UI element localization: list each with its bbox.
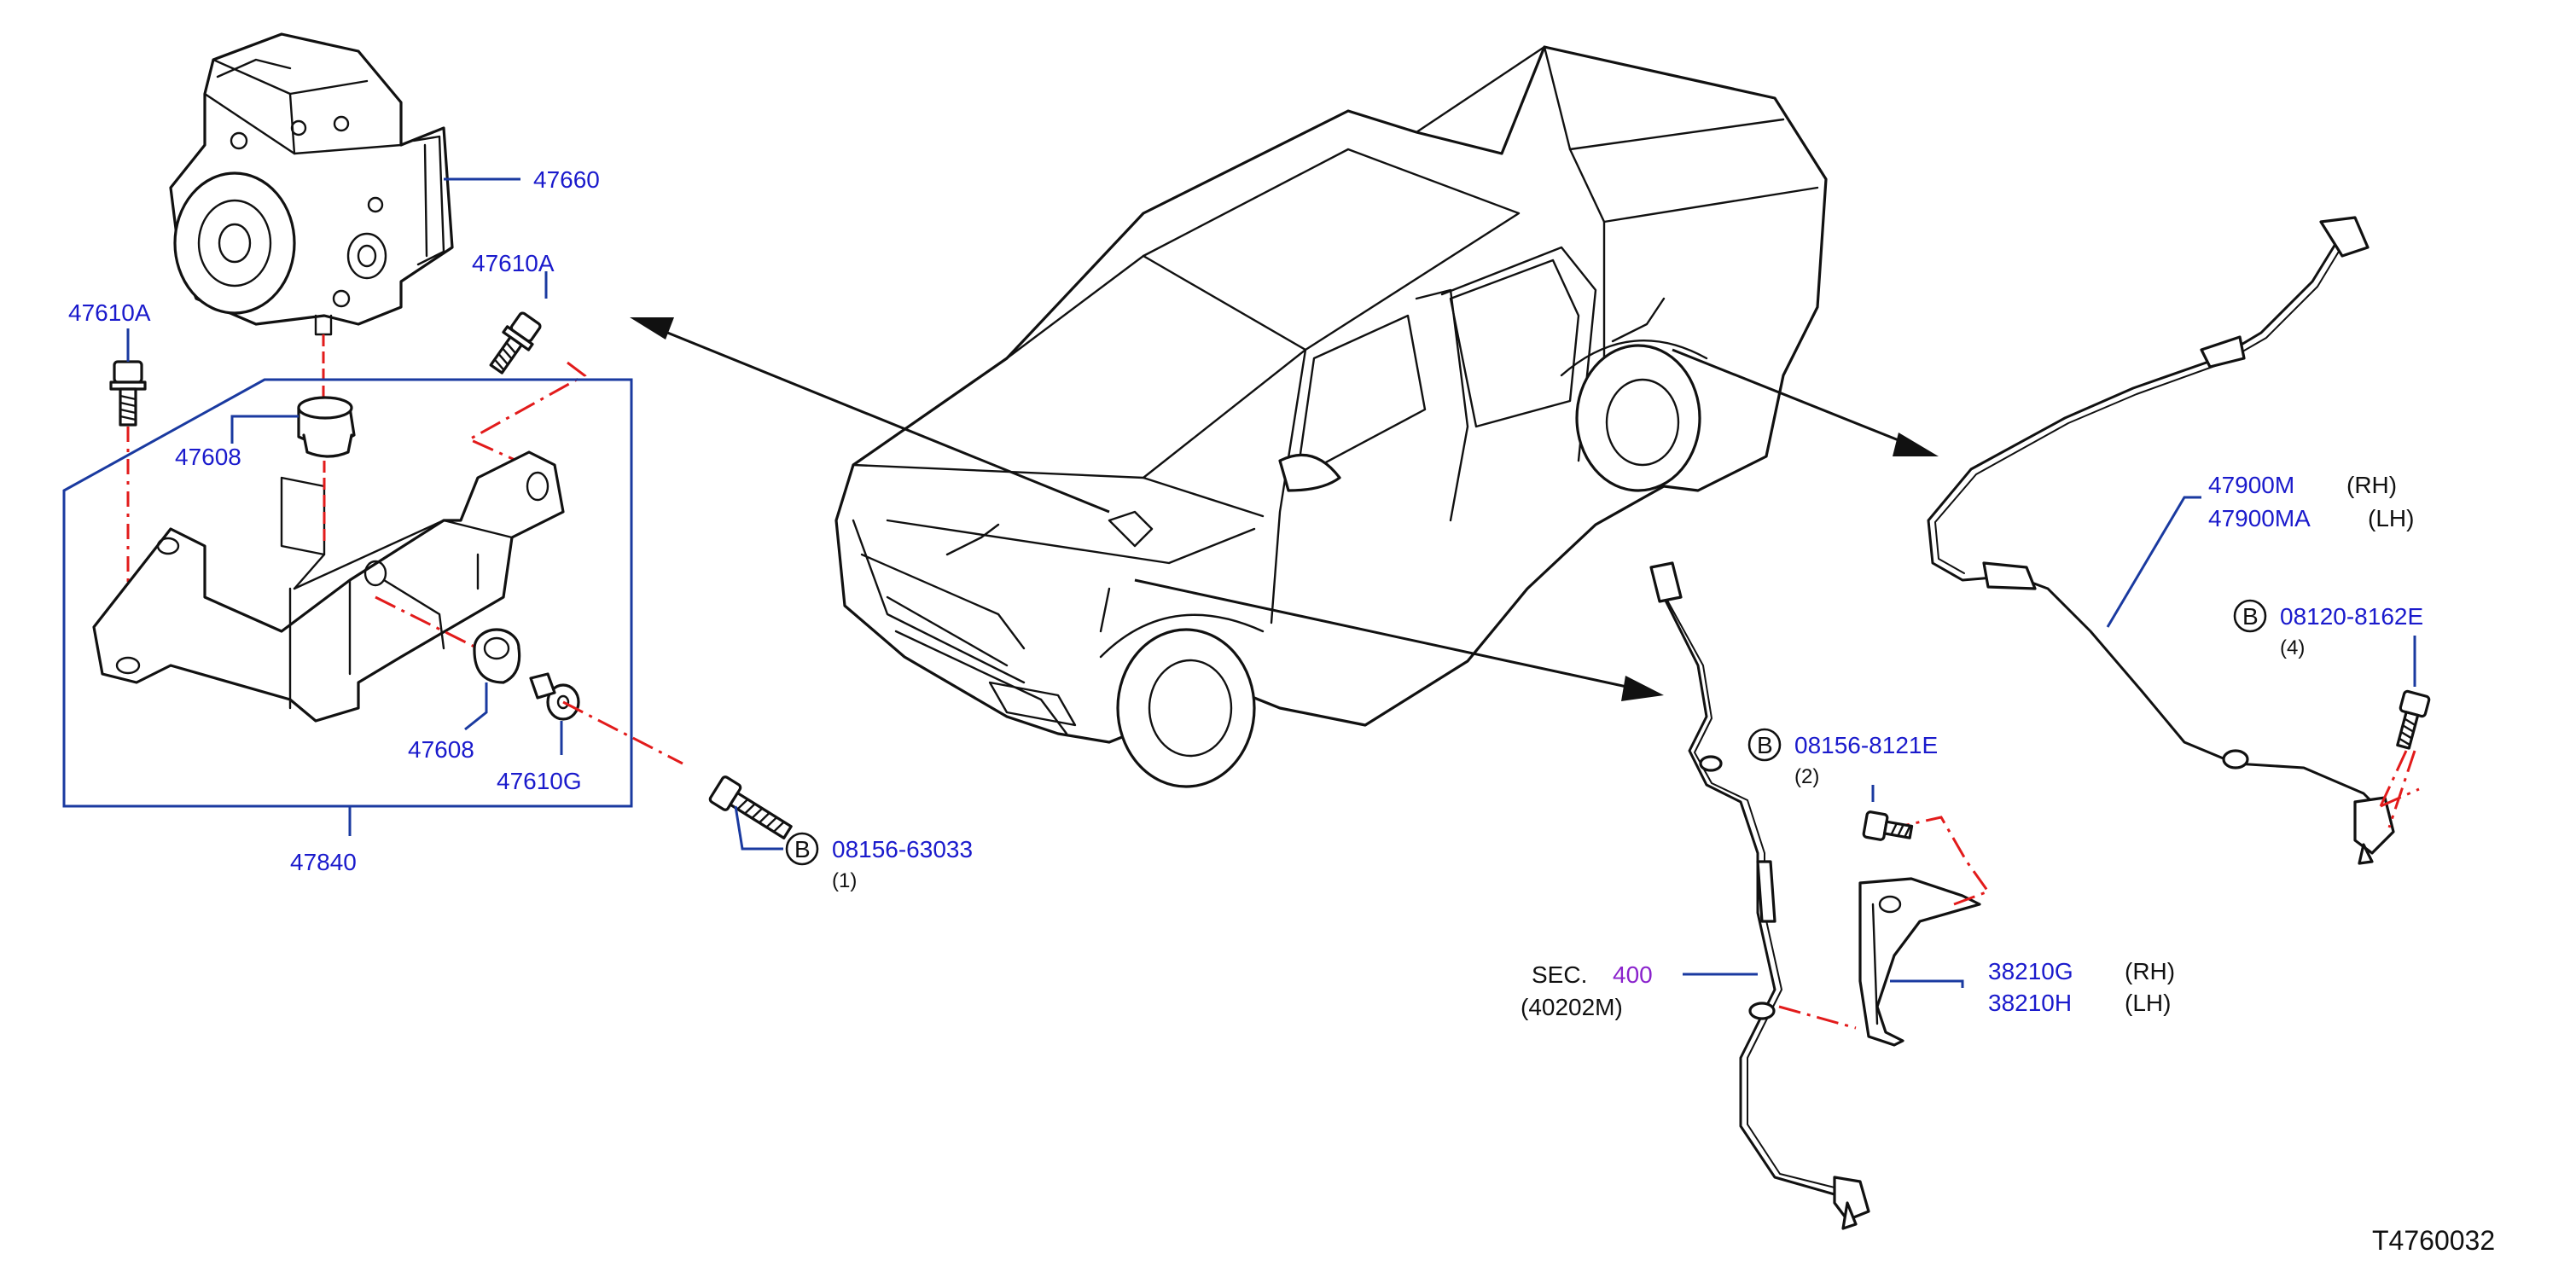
- section-label: SEC.: [1532, 961, 1587, 988]
- part-number-38210h[interactable]: 38210H: [1988, 990, 2072, 1016]
- part-number-47610a-left[interactable]: 47610A: [68, 299, 151, 326]
- bolt-08156-8121e: [1862, 810, 1914, 841]
- rear-wheel-sensor-drawing: [1927, 216, 2395, 865]
- bolt-b4-badge-letter: B: [2242, 603, 2259, 630]
- bolt-47610g: [529, 672, 580, 721]
- front-bracket-lh-side: (LH): [2125, 990, 2171, 1016]
- rear-sensor-lh-side: (LH): [2368, 505, 2414, 531]
- bolt-b1-badge: [785, 832, 819, 866]
- bolt-08156-63033: [708, 775, 793, 839]
- part-number-47840[interactable]: 47840: [290, 849, 357, 875]
- bolt-47610a-left: [109, 360, 147, 427]
- bolt-47610a-upper: [489, 311, 542, 375]
- part-number-47608-lower[interactable]: 47608: [408, 736, 474, 763]
- bracket-drawing: [92, 450, 565, 723]
- bolt-08120-8162e: [2396, 689, 2431, 750]
- part-number-38210g[interactable]: 38210G: [1988, 958, 2073, 984]
- bolt-b2-qty: (2): [1794, 765, 1819, 788]
- part-number-47608-upper[interactable]: 47608: [175, 444, 241, 470]
- bolt-b2-badge: [1747, 728, 1782, 762]
- pickup-truck-drawing: [834, 45, 1828, 788]
- front-sensor-bracket: [1858, 877, 1981, 1047]
- section-number-400[interactable]: 400: [1613, 961, 1653, 988]
- bolt-b2-badge-letter: B: [1757, 732, 1773, 758]
- part-number-47610a-upper[interactable]: 47610A: [472, 250, 555, 276]
- part-number-08156-63033[interactable]: 08156-63033: [832, 836, 973, 862]
- bolt-b1-badge-letter: B: [794, 836, 811, 862]
- rear-sensor-rh-side: (RH): [2346, 472, 2397, 498]
- part-number-47660[interactable]: 47660: [533, 166, 600, 193]
- abs-actuator-drawing: [169, 32, 454, 336]
- grommet-upper: [297, 396, 356, 458]
- grommet-lower: [473, 628, 521, 684]
- section-part-40202m: (40202M): [1521, 994, 1623, 1020]
- front-wheel-sensor-drawing: [1649, 561, 1870, 1230]
- bolt-b4-badge: [2233, 599, 2267, 633]
- part-number-47900ma[interactable]: 47900MA: [2208, 505, 2311, 531]
- diagram-id: T4760032: [2372, 1225, 2495, 1256]
- callout-arrows: [630, 317, 1939, 701]
- part-number-47900m[interactable]: 47900M: [2208, 472, 2294, 498]
- part-number-47610g[interactable]: 47610G: [497, 768, 582, 794]
- part-number-08156-8121e[interactable]: 08156-8121E: [1794, 732, 1938, 758]
- bolt-b1-qty: (1): [832, 869, 857, 892]
- bracket-assembly-frame: [62, 378, 633, 808]
- front-bracket-rh-side: (RH): [2125, 958, 2175, 984]
- part-number-08120-8162e[interactable]: 08120-8162E: [2280, 603, 2423, 630]
- bolt-b4-qty: (4): [2280, 636, 2305, 659]
